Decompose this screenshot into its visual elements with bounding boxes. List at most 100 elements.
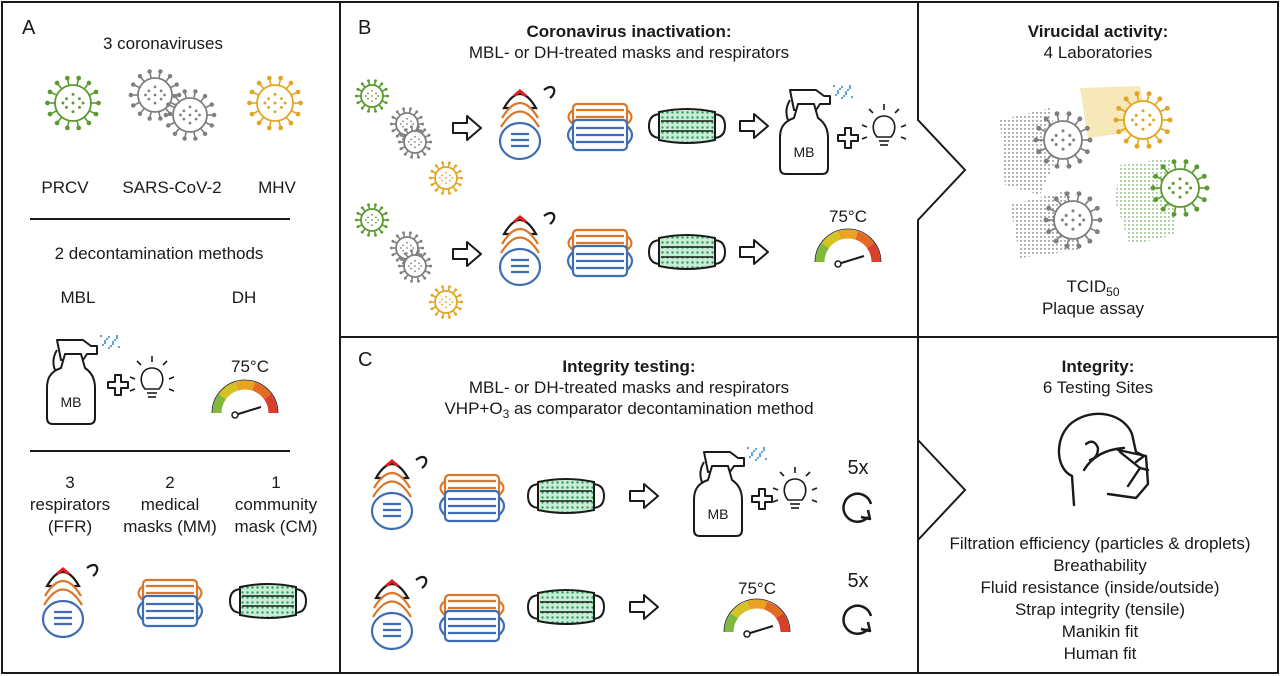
bottle-label: MB <box>794 144 815 160</box>
integrity-test-list: Filtration efficiency (particles & dropl… <box>949 533 1250 665</box>
panel-c-line1: MBL- or DH-treated masks and respirators <box>468 378 790 397</box>
arrow-icon <box>452 115 482 141</box>
panel-a-temperature: 75°C <box>231 357 269 376</box>
spray-bottle-icon: MB <box>693 446 768 537</box>
thermometer-gauge-icon <box>723 598 791 638</box>
arrow-icon <box>452 241 482 267</box>
assay-plaque: Plaque assay <box>1041 299 1145 318</box>
integrity-title: Integrity: <box>1061 357 1135 376</box>
mask-type-mm: 2 medical masks (MM) <box>123 472 216 538</box>
respirator-stack-icon <box>498 211 556 287</box>
integrity-test-item: Human fit <box>1063 644 1137 663</box>
thermometer-gauge-icon <box>814 228 882 268</box>
virus-fragment-area <box>1115 158 1175 245</box>
virus-icon-prcv-row2 <box>354 203 390 237</box>
virus-icon-prcv <box>45 75 101 131</box>
integrity-test-item: Filtration efficiency (particles & dropl… <box>949 534 1251 553</box>
plus-icon <box>837 127 859 149</box>
plus-icon <box>107 374 129 396</box>
comparator-text: as comparator decontamination method <box>509 399 814 418</box>
mask-type-line1: medical <box>140 495 200 514</box>
panel-b-workflow-icons: MB <box>354 79 907 319</box>
virus-icon-sars-row2b <box>397 249 433 283</box>
medical-mask-stack-icon <box>438 473 506 523</box>
virus-icon-prcv <box>1150 159 1210 217</box>
panel-c-temperature: 75°C <box>738 579 776 598</box>
virus-icon-sars <box>1033 111 1093 169</box>
virus-icon-mhv <box>247 75 303 131</box>
assay-tcid50: TCID50 <box>1066 277 1119 302</box>
virus-icon-prcv-row1 <box>354 79 390 113</box>
virus-icon-mhv-row2 <box>428 285 464 319</box>
panel-c-letter: C <box>358 349 373 371</box>
medical-mask-stack-icon <box>438 593 506 643</box>
panel-b-letter: B <box>358 17 372 39</box>
assay-tcid-text: TCID <box>1066 277 1107 296</box>
virus-icon-mhv <box>1113 91 1173 149</box>
arrow-icon <box>629 483 659 509</box>
virus-label-mhv: MHV <box>258 178 296 197</box>
virus-fragment-area <box>1000 108 1060 195</box>
integrity-test-item: Strap integrity (tensile) <box>1014 600 1186 619</box>
respirator-stack-icon <box>370 575 428 651</box>
gauge-needle <box>837 255 865 265</box>
respirator-head-icon <box>1057 412 1150 507</box>
vhp-text: VHP+O <box>444 399 503 418</box>
respirator-stack-icon <box>370 455 428 531</box>
respirator-stack-icon <box>498 85 556 161</box>
virus-icon-sars-row1b <box>397 125 433 159</box>
mask-type-cm: 1 community mask (CM) <box>234 472 317 538</box>
virus-icon-sars-2 <box>163 89 217 141</box>
mask-type-line2: masks (MM) <box>123 517 217 536</box>
panel-a-letter: A <box>22 17 36 39</box>
community-mask-icon <box>527 478 605 514</box>
plus-icon <box>751 488 773 510</box>
panel-a-dh-gauge <box>211 379 279 419</box>
repeat-cycle-icon <box>842 604 873 635</box>
panel-a-virus-icons <box>45 69 303 141</box>
virucidal-subtitle: 4 Laboratories <box>1043 43 1153 62</box>
panel-b-temperature: 75°C <box>829 207 867 226</box>
panel-a-mask-icons <box>41 563 307 639</box>
mask-type-line1: respirators <box>29 495 111 514</box>
panel-b-title: Coronavirus inactivation: <box>526 22 732 41</box>
integrity-test-item: Breathability <box>1053 556 1147 575</box>
community-mask-icon <box>229 583 307 619</box>
integrity-subtitle: 6 Testing Sites <box>1042 378 1154 397</box>
integrity-test-item: Manikin fit <box>1061 622 1139 641</box>
virucidal-assay-illustration <box>1000 86 1210 258</box>
repeat-cycle-icon <box>842 492 873 523</box>
thermometer-gauge-icon <box>211 379 279 419</box>
virus-icon-sars-1 <box>128 69 182 121</box>
medical-mask-stack-icon <box>136 578 204 628</box>
methods-title: 2 decontamination methods <box>54 244 264 263</box>
bottle-label: MB <box>61 394 82 410</box>
medical-mask-stack-icon <box>566 102 634 152</box>
light-bulb-icon <box>772 467 818 509</box>
method-label-mbl: MBL <box>60 288 96 307</box>
gauge-needle <box>746 625 774 635</box>
spray-mist <box>832 84 854 100</box>
mask-type-count: 2 <box>165 473 175 492</box>
arrow-icon <box>739 113 769 139</box>
panel-a-mbl-method-icons: MB <box>46 334 175 425</box>
mask-type-line2: (FFR) <box>47 517 93 536</box>
mask-type-line1: community <box>234 495 318 514</box>
mask-type-count: 3 <box>65 473 75 492</box>
viruses-title: 3 coronaviruses <box>102 34 224 53</box>
panel-c-line2: VHP+O3 as comparator decontamination met… <box>444 399 813 424</box>
community-mask-icon <box>648 234 726 270</box>
light-bulb-icon <box>129 356 175 398</box>
panel-c-workflow-icons: MB <box>370 446 873 651</box>
cycles-label-2: 5x <box>847 570 869 592</box>
spray-bottle-icon: MB <box>779 84 854 175</box>
virus-icon-mhv-row1 <box>428 161 464 195</box>
method-label-dh: DH <box>231 288 257 307</box>
spray-bottle-icon: MB <box>46 334 121 425</box>
light-bulb-icon <box>861 104 907 146</box>
assay-tcid-subscript: 50 <box>1106 285 1120 299</box>
spray-mist <box>99 334 121 350</box>
medical-mask-stack-icon <box>566 228 634 278</box>
arrow-icon <box>629 594 659 620</box>
community-mask-icon <box>648 108 726 144</box>
